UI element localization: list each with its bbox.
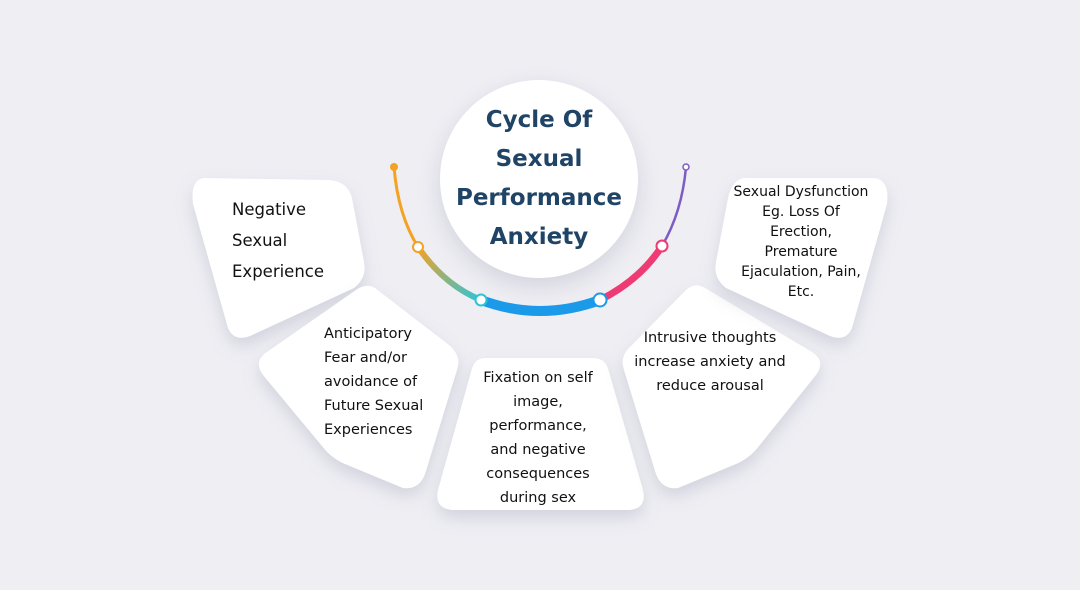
- step-label-negative-experience: Negative Sexual Experience: [232, 200, 325, 281]
- arc-node-4: [655, 239, 669, 253]
- step-label-anticipatory-fear: Anticipatory Fear and/or avoidance of Fu…: [324, 326, 424, 438]
- arc-orange-segment: [392, 165, 420, 249]
- arc-node-3: [592, 292, 608, 308]
- step-label-sexual-dysfunction: Sexual Dysfunction Eg. Loss Of Erection,…: [733, 184, 869, 300]
- card-intrusive-thoughts: [622, 285, 821, 489]
- title-circle: Cycle Of Sexual Performance Anxiety: [440, 80, 638, 278]
- step-label-intrusive-thoughts: Intrusive thoughts increase anxiety and …: [634, 330, 786, 394]
- arc-node-1: [412, 241, 424, 253]
- diagram-title: Cycle Of Sexual Performance Anxiety: [455, 107, 623, 250]
- arc-end-dot: [682, 163, 690, 171]
- step-label-fixation: Fixation on self image, performance, and…: [483, 370, 593, 506]
- arc-teal-segment: [415, 244, 484, 303]
- arc-start-dot: [390, 163, 398, 171]
- arc-purple-segment: [660, 165, 688, 248]
- arc-pink-segment: [596, 242, 666, 304]
- card-negative-experience: [192, 178, 365, 338]
- card-sexual-dysfunction: [715, 178, 888, 338]
- arc-blue-segment: [476, 295, 605, 316]
- card-fixation: [437, 358, 644, 510]
- card-anticipatory-fear: [258, 285, 459, 489]
- arc-node-2: [474, 293, 488, 307]
